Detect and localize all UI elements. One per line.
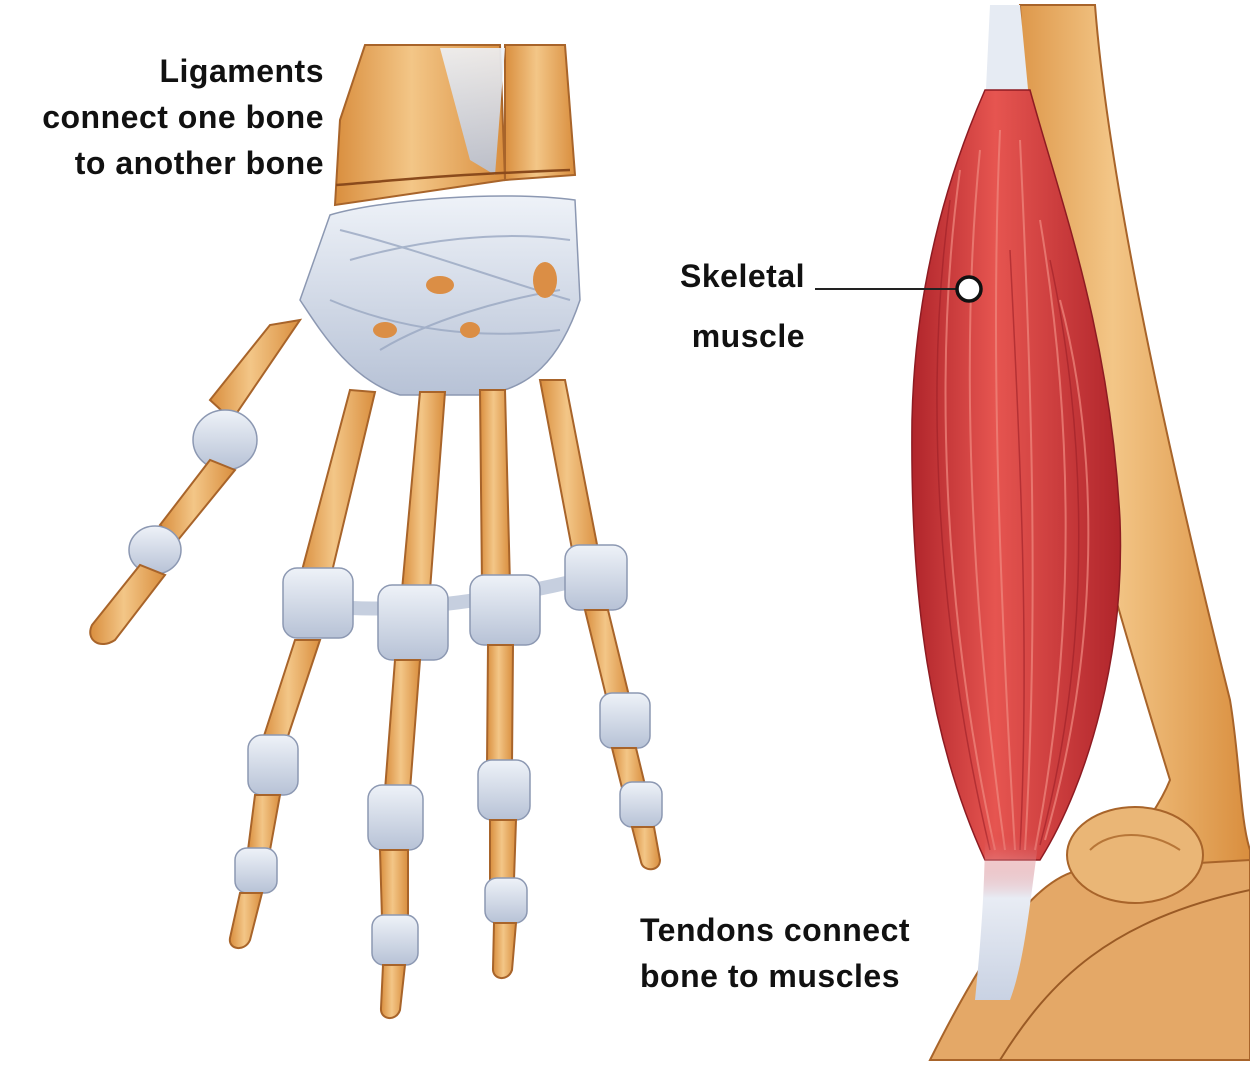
tendons-label-line-1: Tendons connect: [640, 912, 911, 948]
ligaments-label-line-2: connect one bone: [42, 99, 324, 135]
elbow-condyle: [1066, 806, 1204, 904]
arm-muscle: [815, 4, 1250, 1061]
hand-skeleton: [89, 44, 663, 1019]
ligaments-label-line-1: Ligaments: [159, 53, 324, 89]
thumb-metacarpal: [208, 318, 303, 422]
tendons-label-line-2: bone to muscles: [640, 958, 900, 994]
upper-tendon: [985, 5, 1030, 110]
skeletal-muscle-label: Skeletal muscle: [663, 246, 805, 366]
ligaments-label-line-3: to another bone: [74, 145, 324, 181]
lower-tendon: [975, 830, 1040, 1000]
skeletal-label-line-2: muscle: [691, 318, 805, 354]
ligaments-label: Ligaments connect one bone to another bo…: [42, 48, 324, 186]
carpal-ligaments: [299, 195, 581, 396]
label-marker: [955, 275, 983, 303]
ulna-bone: [504, 44, 577, 182]
tendons-label: Tendons connect bone to muscles: [640, 907, 910, 999]
skeletal-label-line-1: Skeletal: [680, 258, 805, 294]
